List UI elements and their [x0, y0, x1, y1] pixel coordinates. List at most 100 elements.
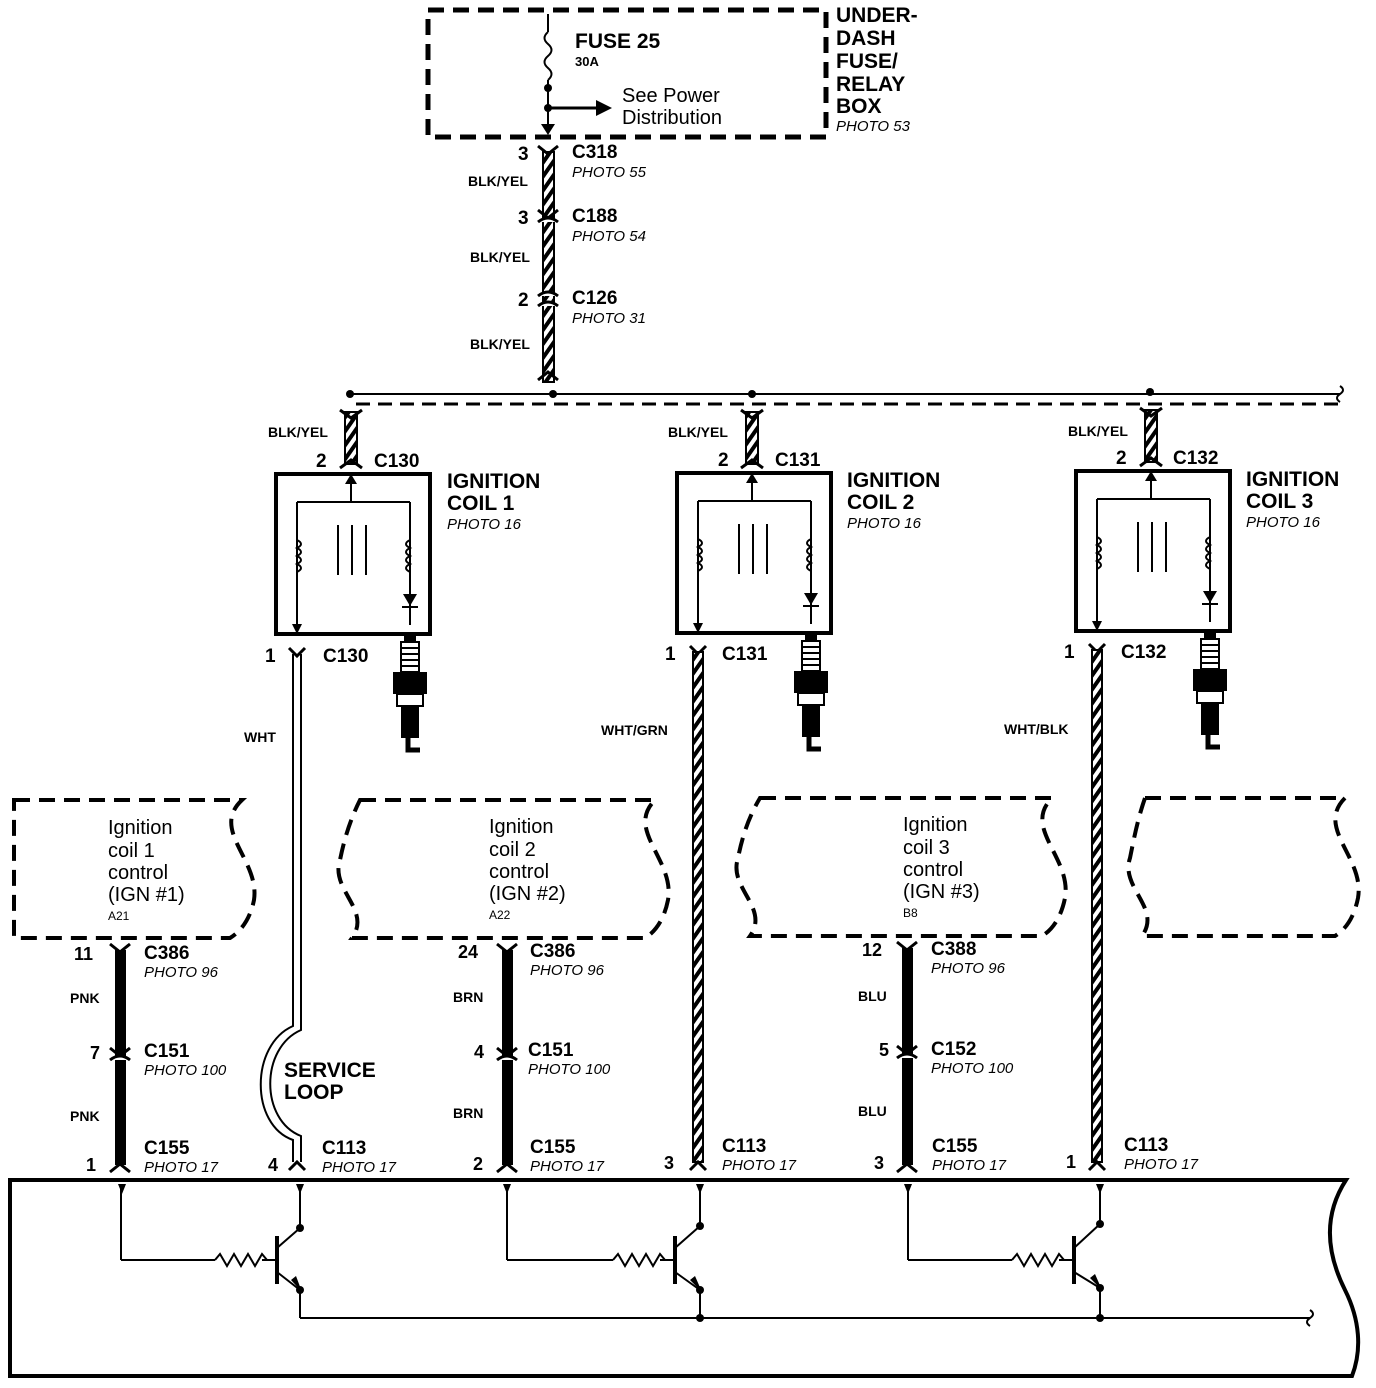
control3-line-4: (IGN #3) [903, 881, 980, 903]
control2-line-4: (IGN #2) [489, 883, 566, 905]
ignition-coil-3: BLK/YEL 2 C132 IGNITION COIL 3 PHOTO 16 … [1004, 406, 1339, 747]
control3-terminal: B8 [903, 906, 918, 920]
fuse-rating: 30A [575, 54, 599, 69]
fuse-box-title-1: UNDER- [836, 4, 918, 27]
see-line-2: Distribution [622, 107, 722, 129]
coil1-connector-bottom: C130 [323, 646, 368, 667]
coil2-out-pin: 1 [665, 644, 676, 665]
coil2-out-wire: WHT/GRN [601, 722, 668, 738]
coil1-feed-pin: 2 [316, 451, 327, 472]
cw2-bot-conn: C155 [530, 1137, 576, 1158]
control1-line-4: (IGN #1) [108, 884, 185, 906]
fuse-relay-box: FUSE 25 30A See Power Distribution UNDER… [425, 4, 918, 140]
cw3-top-photo: PHOTO 96 [931, 960, 1006, 977]
ignition-coil-1: BLK/YEL 2 C130 IGNITION COIL 1 PHOTO 16 … [244, 408, 540, 750]
coil3-output-wire [1087, 642, 1107, 1172]
fuse-box-photo: PHOTO 53 [836, 118, 911, 135]
arrow-right-icon [596, 100, 612, 116]
cw2-top-photo: PHOTO 96 [530, 962, 605, 979]
c126-label: C126 [572, 288, 617, 309]
coil2-feed-pin: 2 [718, 450, 729, 471]
control1-terminal: A21 [108, 909, 130, 923]
control1-line-2: coil 1 [108, 840, 155, 862]
coil2-title-2: COIL 2 [847, 491, 914, 514]
see-line-1: See Power [622, 85, 720, 107]
cw1-bot-photo: PHOTO 17 [144, 1159, 219, 1176]
cw3-mid-photo: PHOTO 100 [931, 1060, 1014, 1077]
cw1-wire-color-1: PNK [70, 990, 100, 1006]
coil2-connector-bottom: C131 [722, 644, 768, 665]
control3-line-2: coil 3 [903, 837, 950, 859]
ignition-coil-2: BLK/YEL 2 C131 IGNITION COIL 2 PHOTO 16 … [601, 408, 940, 749]
coil3-title-1: IGNITION [1246, 468, 1339, 491]
coil1-output-wire: SERVICE LOOP [259, 646, 376, 1172]
coil1-connector-top: C130 [374, 451, 419, 472]
cw1-top-pin: 11 [74, 944, 93, 964]
c126-photo: PHOTO 31 [572, 310, 646, 327]
control3-line-3: control [903, 859, 963, 881]
connector-c318 [537, 144, 559, 156]
control2-line-3: control [489, 861, 549, 883]
driver-transistor-1 [118, 1184, 304, 1318]
control1-line-3: control [108, 862, 168, 884]
cw1-bot-conn: C155 [144, 1138, 190, 1159]
coil3-bot-conn: C113 [1124, 1135, 1168, 1156]
cw3-bot-pin: 3 [874, 1153, 884, 1173]
coil3-out-wire: WHT/BLK [1004, 721, 1069, 737]
cw2-mid-pin: 4 [474, 1042, 484, 1062]
cw3-top-pin: 12 [862, 940, 882, 960]
coil3-feed-wire: BLK/YEL [1068, 423, 1128, 439]
coil1-photo: PHOTO 16 [447, 516, 522, 533]
coil2-feed-wire: BLK/YEL [668, 424, 728, 440]
cw1-top-photo: PHOTO 96 [144, 964, 219, 981]
driver-transistor-2 [503, 1184, 704, 1322]
coil2-output-wire [688, 644, 708, 1172]
fuse-box-title-3: FUSE/ [836, 50, 898, 73]
service-loop-1: SERVICE [284, 1059, 376, 1082]
fuse-name: FUSE 25 [575, 30, 661, 53]
cw2-bot-pin: 2 [473, 1154, 483, 1174]
c188-label: C188 [572, 206, 617, 227]
control-box-3: Ignition coil 3 control (IGN #3) B8 [734, 796, 1068, 938]
cw1-bot-pin: 1 [86, 1155, 96, 1175]
c318-pin: 3 [518, 144, 529, 165]
connector-c126 [537, 290, 559, 308]
cw2-wire-color-1: BRN [453, 989, 483, 1005]
feed-wire: 3 C318 PHOTO 55 BLK/YEL 3 C188 PHOTO 54 … [468, 142, 647, 383]
control-wire-2: 24 C386 PHOTO 96 BRN 4 C151 PHOTO 100 BR… [453, 941, 797, 1175]
coil1-bot-pin: 4 [268, 1155, 278, 1175]
cw3-bot-photo: PHOTO 17 [932, 1157, 1007, 1174]
coil3-bot-photo: PHOTO 17 [1124, 1156, 1199, 1173]
c126-pin: 2 [518, 290, 529, 311]
fuse-box-title-2: DASH [836, 27, 896, 50]
fuse-box-title-4: RELAY [836, 73, 905, 96]
coil1-bot-photo: PHOTO 17 [322, 1159, 397, 1176]
cw3-top-conn: C388 [931, 939, 976, 960]
coil1-title-1: IGNITION [447, 470, 540, 493]
coil1-out-pin: 1 [265, 646, 276, 667]
cw3-mid-pin: 5 [879, 1040, 889, 1060]
coil1-bot-conn: C113 [322, 1138, 366, 1159]
control-wire-1: 11 C386 PHOTO 96 PNK 7 C151 PHOTO 100 PN… [70, 942, 397, 1176]
coil2-bot-pin: 3 [664, 1153, 674, 1173]
arrow-down-icon [541, 124, 555, 135]
cw3-wire-color-1: BLU [858, 988, 887, 1004]
coil3-connector-top: C132 [1173, 448, 1218, 469]
feed-wire-color-1: BLK/YEL [468, 173, 528, 189]
control-box-1: Ignition coil 1 control (IGN #1) A21 [12, 798, 257, 940]
coil2-photo: PHOTO 16 [847, 515, 922, 532]
service-loop-2: LOOP [284, 1081, 344, 1104]
coil3-out-pin: 1 [1064, 642, 1075, 663]
control1-line-1: Ignition [108, 817, 173, 839]
c188-photo: PHOTO 54 [572, 228, 646, 245]
fuse-box-title-5: BOX [836, 95, 882, 118]
cw1-mid-pin: 7 [90, 1043, 100, 1063]
coil1-title-2: COIL 1 [447, 492, 515, 515]
coil3-bot-pin: 1 [1066, 1152, 1076, 1172]
c318-label: C318 [572, 142, 617, 163]
cw1-top-conn: C386 [144, 943, 189, 964]
coil2-connector-top: C131 [775, 450, 821, 471]
coil2-title-1: IGNITION [847, 469, 940, 492]
coil3-title-2: COIL 3 [1246, 490, 1313, 513]
